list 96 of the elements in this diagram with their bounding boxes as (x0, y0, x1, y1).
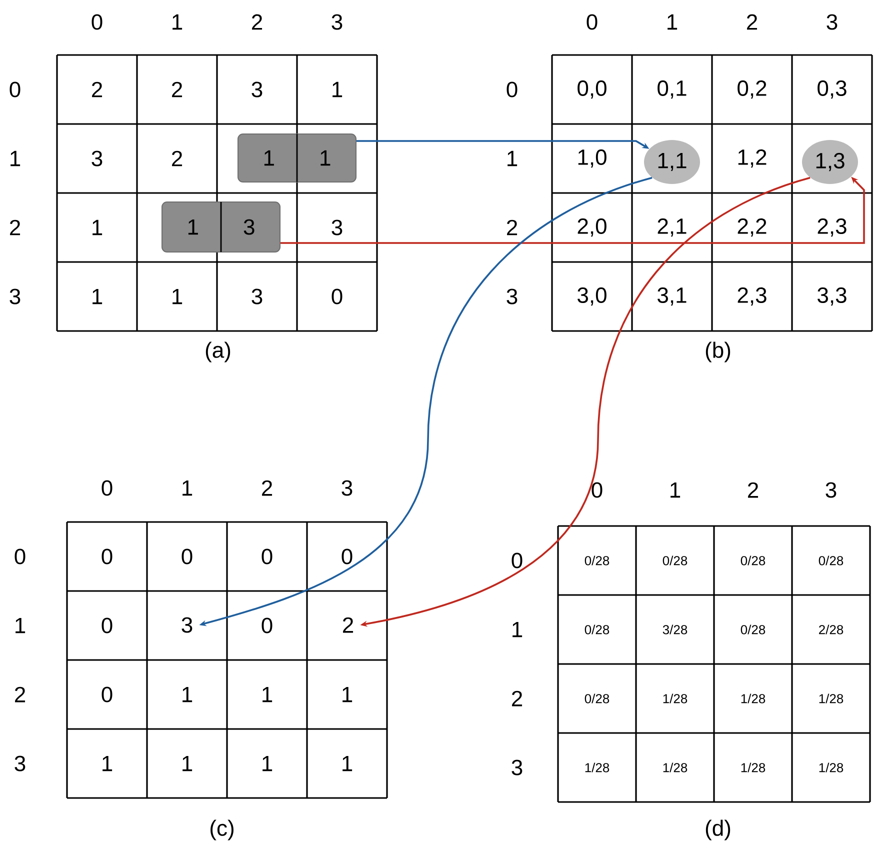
table-cell: 3 (332, 220, 342, 236)
table-cell: 1 (342, 756, 352, 772)
row-header: 0 (506, 82, 518, 98)
table-cell: 0/28 (740, 556, 766, 566)
table-cell: 2/28 (819, 624, 844, 634)
table-cell: 1 (262, 756, 272, 772)
table-cell: 1/28 (741, 694, 766, 704)
table-cell: 1,0 (578, 149, 606, 168)
row-header: 1 (508, 150, 518, 166)
table-cell: 0/28 (584, 624, 610, 634)
column-header: 3 (332, 14, 342, 30)
table-cell: 1/28 (819, 762, 844, 772)
panel-caption: (b) (706, 342, 730, 362)
table-cell: 2,0 (578, 218, 606, 237)
table-cell: 2 (172, 82, 182, 98)
table-cell: 1 (262, 686, 272, 702)
table-cell: 0 (262, 618, 272, 634)
column-header: 2 (747, 14, 758, 30)
column-header: 1 (172, 14, 182, 30)
table-cell: 0/28 (662, 556, 688, 566)
table-cell: 2,3 (818, 218, 846, 237)
table-cell: 0/28 (818, 556, 844, 566)
column-header: 2 (262, 480, 272, 496)
highlight-box: 1 3 (162, 202, 280, 252)
column-header: 0 (92, 14, 102, 30)
row-header: 0 (10, 82, 20, 98)
table-cell: 3,1 (658, 287, 686, 306)
table-cell: 3,0 (578, 287, 606, 306)
table-cell: 1 (102, 756, 112, 772)
table-cell: 1/28 (741, 762, 766, 772)
row-header: 1 (512, 622, 522, 638)
table-cell: 3 (252, 288, 262, 304)
table-cell: 0/28 (740, 624, 766, 634)
table-cell: 2 (172, 150, 182, 166)
row-header: 2 (507, 220, 518, 236)
table-cell: 1/28 (819, 694, 844, 704)
highlight-box: 1 1 (238, 134, 356, 182)
table-cell: 0,1 (658, 80, 686, 99)
column-header: 2 (252, 14, 262, 30)
table-cell: 2 (343, 617, 354, 633)
panel-caption: (a) (206, 342, 230, 362)
row-header: 3 (512, 760, 522, 776)
table-cell: 0/28 (584, 556, 610, 566)
table-cell: 1 (182, 756, 192, 772)
table-cell: 0 (102, 686, 112, 702)
table-cell: 0 (182, 548, 192, 564)
table-cell: 1 (92, 220, 102, 236)
table-cell: 0/28 (584, 694, 610, 704)
column-header: 0 (586, 14, 598, 30)
row-header: 3 (506, 288, 518, 304)
row-header: 2 (512, 690, 522, 706)
table-cell: 1 (92, 288, 102, 304)
table-cell: 3 (252, 82, 262, 98)
table-cell: 3 (92, 150, 102, 166)
row-header: 3 (14, 756, 26, 772)
column-header: 0 (592, 482, 602, 498)
table-cell: 2,2 (738, 218, 766, 237)
table-cell: 0 (102, 548, 112, 564)
table-cell: 2 (92, 82, 102, 98)
column-header: 1 (668, 14, 678, 30)
table-cell: 0,0 (578, 80, 606, 99)
column-header: 0 (102, 480, 112, 496)
table-cell: 3/28 (662, 624, 688, 634)
column-header: 1 (670, 482, 680, 498)
table-cell: 0 (102, 618, 112, 634)
table-cell: 3,3 (818, 287, 846, 306)
table-cell: 2,3 (738, 287, 766, 306)
table-cell: 0,2 (738, 80, 766, 99)
table-cell: 0 (342, 548, 352, 564)
row-header: 2 (15, 686, 26, 702)
row-header: 1 (16, 618, 26, 634)
table-cell: 1/28 (585, 762, 610, 772)
panel-caption: (d) (706, 820, 730, 840)
panel-caption: (c) (210, 820, 234, 840)
table-cell: 1/28 (663, 694, 688, 704)
row-header: 0 (14, 548, 26, 564)
table-cell: 1,2 (738, 149, 766, 168)
column-header: 3 (342, 480, 352, 496)
column-header: 3 (826, 482, 836, 498)
row-header: 0 (512, 552, 522, 568)
column-header: 2 (748, 482, 758, 498)
table-cell: 0 (332, 288, 342, 304)
table-cell: 0,3 (818, 80, 846, 99)
table-cell: 2,1 (658, 218, 686, 237)
table-cell: 1 (182, 686, 192, 702)
row-header: 2 (10, 220, 20, 236)
table-cell: 1 (172, 288, 182, 304)
column-header: 3 (826, 14, 838, 30)
table-cell: 1/28 (663, 762, 688, 772)
table-cell: 3 (182, 617, 192, 633)
table-cell: 1 (342, 686, 352, 702)
row-header: 1 (10, 150, 20, 166)
column-header: 1 (182, 480, 192, 496)
row-header: 3 (10, 288, 20, 304)
table-cell: 1 (332, 82, 342, 98)
table-cell: 0 (262, 548, 272, 564)
